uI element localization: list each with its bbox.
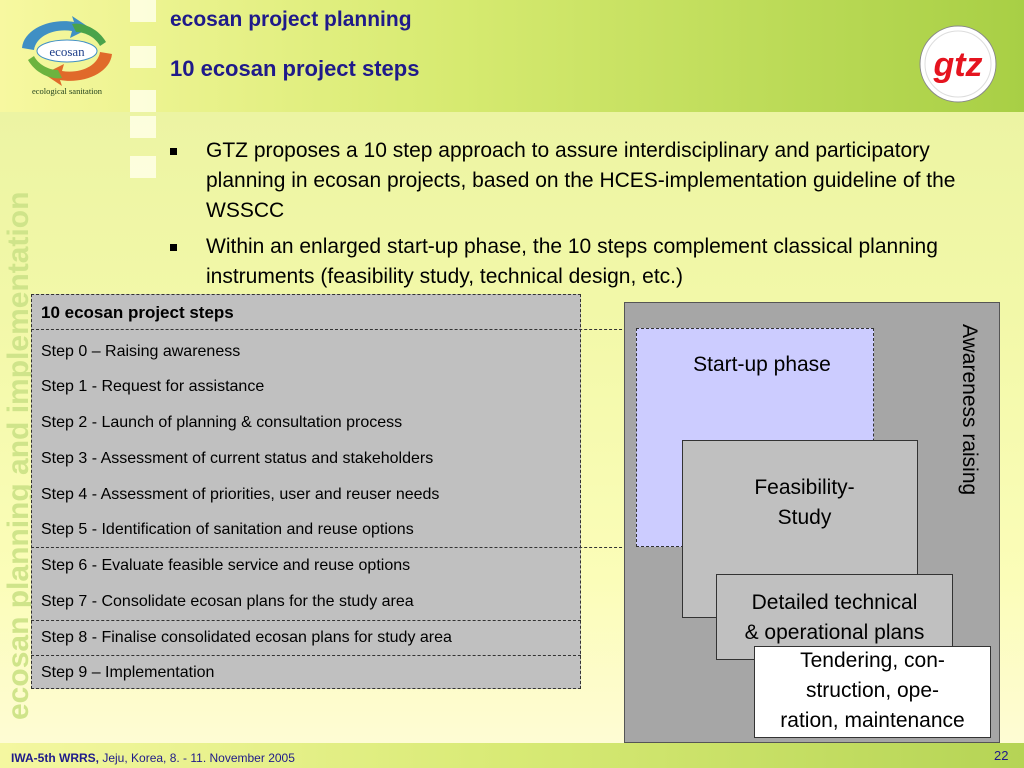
logo-word: ecosan bbox=[49, 44, 85, 59]
feasibility-line: Study bbox=[777, 506, 832, 529]
decor-square bbox=[130, 90, 156, 112]
decor-square bbox=[130, 156, 156, 178]
phase-divider bbox=[31, 547, 637, 548]
page-subtitle: 10 ecosan project steps bbox=[170, 56, 420, 81]
step-row: Step 1 - Request for assistance bbox=[41, 378, 265, 395]
footer-text: IWA-5th WRRS, Jeju, Korea, 8. - 11. Nove… bbox=[11, 751, 295, 765]
bullet-text: Within an enlarged start-up phase, the 1… bbox=[206, 235, 938, 288]
phase-divider bbox=[31, 655, 581, 656]
footer-location: Jeju, Korea, 8. - 11. November 2005 bbox=[99, 751, 295, 765]
footer-event: IWA-5th WRRS, bbox=[11, 751, 99, 765]
technical-line: Detailed technical bbox=[751, 591, 918, 614]
tendering-box bbox=[754, 646, 991, 738]
header-band bbox=[0, 0, 1024, 112]
bullet-text: GTZ proposes a 10 step approach to assur… bbox=[206, 139, 956, 222]
step-row: Step 5 - Identification of sanitation an… bbox=[41, 521, 414, 538]
step-row: Step 8 - Finalise consolidated ecosan pl… bbox=[41, 629, 452, 646]
step-row: Step 6 - Evaluate feasible service and r… bbox=[41, 557, 411, 574]
bullet-square-icon bbox=[170, 148, 177, 155]
awareness-raising-label: Awareness raising bbox=[941, 324, 981, 544]
step-row: Step 9 – Implementation bbox=[41, 664, 215, 681]
steps-table-header: 10 ecosan project steps bbox=[41, 303, 234, 322]
decor-square bbox=[130, 46, 156, 68]
step-row: Step 0 – Raising awareness bbox=[41, 343, 241, 360]
footer-band: IWA-5th WRRS, Jeju, Korea, 8. - 11. Nove… bbox=[0, 743, 1024, 768]
bullet-item: GTZ proposes a 10 step approach to assur… bbox=[170, 136, 1010, 226]
awareness-raising-text: Awareness raising bbox=[958, 324, 981, 496]
technical-line: & operational plans bbox=[744, 621, 925, 644]
steps-table: 10 ecosan project steps Step 0 – Raising… bbox=[31, 294, 581, 689]
decor-square bbox=[130, 116, 156, 138]
phase-divider bbox=[31, 329, 637, 330]
technical-plans-label: Detailed technical & operational plans bbox=[716, 588, 953, 648]
bullet-item: Within an enlarged start-up phase, the 1… bbox=[170, 232, 1010, 292]
page-number: 22 bbox=[994, 748, 1009, 763]
tendering-line: struction, ope- bbox=[805, 679, 940, 702]
feasibility-study-label: Feasibility- Study bbox=[682, 473, 927, 533]
tendering-line: Tendering, con- bbox=[800, 649, 945, 672]
phase-divider bbox=[31, 620, 581, 621]
ecosan-logo: ecosan ecological sanitation bbox=[22, 16, 112, 96]
step-row: Step 4 - Assessment of priorities, user … bbox=[41, 486, 440, 503]
feasibility-line: Feasibility- bbox=[754, 476, 855, 499]
decor-square bbox=[130, 0, 156, 22]
step-row: Step 2 - Launch of planning & consultati… bbox=[41, 414, 403, 431]
bullet-list: GTZ proposes a 10 step approach to assur… bbox=[170, 136, 1010, 298]
step-row: Step 3 - Assessment of current status an… bbox=[41, 450, 434, 467]
logo-caption: ecological sanitation bbox=[32, 86, 103, 96]
tendering-label: Tendering, con- struction, ope- ration, … bbox=[754, 646, 991, 736]
startup-phase-label: Start-up phase bbox=[693, 353, 831, 376]
gtz-logo: gtz bbox=[919, 25, 997, 103]
bullet-square-icon bbox=[170, 244, 177, 251]
page-title: ecosan project planning bbox=[170, 8, 412, 31]
step-row: Step 7 - Consolidate ecosan plans for th… bbox=[41, 593, 414, 610]
technical-plans-box bbox=[716, 574, 953, 660]
gtz-logo-text: gtz bbox=[932, 46, 982, 84]
tendering-line: ration, maintenance bbox=[780, 709, 965, 732]
